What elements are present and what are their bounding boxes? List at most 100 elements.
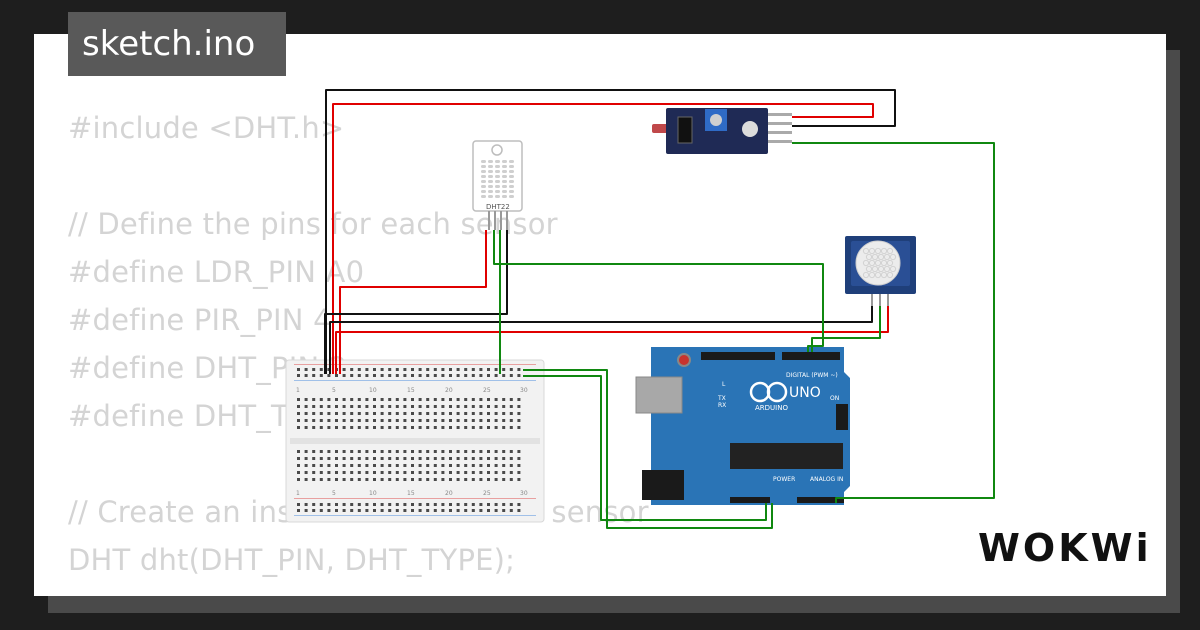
breadboard-hole bbox=[357, 419, 361, 422]
breadboard-hole bbox=[426, 503, 430, 506]
breadboard-hole bbox=[479, 464, 483, 467]
breadboard-hole bbox=[373, 509, 376, 512]
breadboard-hole bbox=[502, 464, 506, 467]
pir-dome-facet bbox=[868, 247, 876, 255]
breadboard-hole bbox=[342, 412, 346, 415]
breadboard-hole bbox=[502, 450, 506, 453]
dht-grille-slot bbox=[488, 195, 493, 198]
breadboard-hole bbox=[411, 419, 414, 422]
breadboard-hole bbox=[373, 426, 376, 429]
breadboard-hole bbox=[517, 374, 521, 377]
breadboard-hole bbox=[365, 405, 369, 408]
breadboard-hole bbox=[357, 374, 361, 377]
dht-grille-slot bbox=[481, 190, 486, 193]
breadboard-hole bbox=[411, 450, 414, 453]
breadboard-hole bbox=[487, 412, 490, 415]
breadboard-hole bbox=[342, 368, 346, 371]
breadboard-hole bbox=[464, 419, 468, 422]
breadboard-hole bbox=[464, 412, 468, 415]
breadboard-hole bbox=[494, 374, 498, 377]
breadboard-column-number: 5 bbox=[332, 387, 336, 394]
breadboard-hole bbox=[502, 398, 506, 401]
pir-dome-facet bbox=[868, 259, 876, 267]
breadboard-hole bbox=[502, 374, 506, 377]
dht22-sensor[interactable]: DHT22 bbox=[472, 140, 523, 230]
code-line: // Define the pins for each sensor bbox=[68, 207, 558, 241]
breadboard-column-number: 20 bbox=[445, 387, 453, 394]
breadboard-hole bbox=[517, 503, 521, 506]
breadboard-hole bbox=[312, 412, 316, 415]
breadboard-hole bbox=[471, 374, 475, 377]
breadboard-hole bbox=[426, 405, 430, 408]
breadboard-hole bbox=[502, 419, 506, 422]
ldr-module[interactable] bbox=[652, 108, 792, 154]
dht-grille-slot bbox=[509, 185, 514, 188]
breadboard[interactable]: 1 5 10 15 20 25 30 1 5 10 15 20 25 30 bbox=[285, 359, 545, 523]
breadboard-hole bbox=[456, 509, 460, 512]
breadboard-hole bbox=[509, 450, 513, 453]
arduino-uno-board[interactable]: UNO ARDUINO DIGITAL (PWM ~) POWER ANALOG… bbox=[635, 347, 850, 505]
breadboard-hole bbox=[327, 368, 331, 371]
breadboard-hole bbox=[335, 426, 338, 429]
dht-grille-slot bbox=[509, 175, 514, 178]
breadboard-hole bbox=[335, 503, 338, 506]
dht-grille-slot bbox=[509, 160, 514, 163]
breadboard-hole bbox=[426, 368, 430, 371]
breadboard-hole bbox=[433, 426, 437, 429]
filename-tab[interactable]: sketch.ino bbox=[68, 12, 286, 76]
breadboard-hole bbox=[304, 450, 308, 453]
arduino-model-label: UNO bbox=[789, 385, 821, 401]
breadboard-hole bbox=[319, 464, 323, 467]
dht-grille-slot bbox=[502, 160, 507, 163]
breadboard-hole bbox=[449, 457, 452, 460]
breadboard-hole bbox=[312, 405, 316, 408]
breadboard-hole bbox=[365, 450, 369, 453]
breadboard-hole bbox=[380, 398, 384, 401]
breadboard-hole bbox=[350, 478, 354, 481]
breadboard-hole bbox=[411, 464, 414, 467]
breadboard-hole bbox=[502, 405, 506, 408]
breadboard-hole bbox=[342, 464, 346, 467]
wire-red bbox=[335, 306, 889, 374]
breadboard-hole bbox=[418, 478, 422, 481]
breadboard-hole bbox=[327, 503, 331, 506]
breadboard-hole bbox=[335, 478, 338, 481]
breadboard-hole bbox=[441, 450, 445, 453]
wokwi-logo-text: WOKWi bbox=[978, 526, 1152, 570]
dht-grille-slot bbox=[502, 190, 507, 193]
breadboard-hole bbox=[395, 426, 399, 429]
breadboard-hole bbox=[426, 426, 430, 429]
pir-sensor[interactable] bbox=[845, 236, 916, 306]
dht-grille-slot bbox=[481, 180, 486, 183]
breadboard-hole bbox=[441, 368, 445, 371]
breadboard-hole bbox=[357, 412, 361, 415]
dht-grille-slot bbox=[502, 180, 507, 183]
breadboard-hole bbox=[441, 426, 445, 429]
breadboard-hole bbox=[395, 405, 399, 408]
breadboard-hole bbox=[327, 471, 331, 474]
breadboard-hole bbox=[494, 412, 498, 415]
breadboard-hole bbox=[350, 471, 354, 474]
breadboard-hole bbox=[464, 457, 468, 460]
pir-dome bbox=[862, 247, 897, 279]
breadboard-hole bbox=[487, 478, 490, 481]
breadboard-hole bbox=[327, 412, 331, 415]
breadboard-hole bbox=[494, 398, 498, 401]
breadboard-hole bbox=[365, 471, 369, 474]
breadboard-hole bbox=[449, 412, 452, 415]
breadboard-hole bbox=[502, 509, 506, 512]
breadboard-hole bbox=[418, 374, 422, 377]
dht-grille-slot bbox=[495, 195, 500, 198]
breadboard-hole bbox=[373, 464, 376, 467]
dht-grille-slot bbox=[495, 170, 500, 173]
breadboard-hole bbox=[327, 419, 331, 422]
breadboard-hole bbox=[297, 398, 300, 401]
breadboard-hole bbox=[365, 503, 369, 506]
dht-label: DHT22 bbox=[486, 203, 510, 211]
breadboard-hole bbox=[380, 457, 384, 460]
breadboard-column-number: 15 bbox=[407, 490, 415, 497]
breadboard-hole bbox=[342, 426, 346, 429]
breadboard-hole bbox=[319, 374, 323, 377]
breadboard-hole bbox=[418, 471, 422, 474]
breadboard-hole bbox=[494, 450, 498, 453]
